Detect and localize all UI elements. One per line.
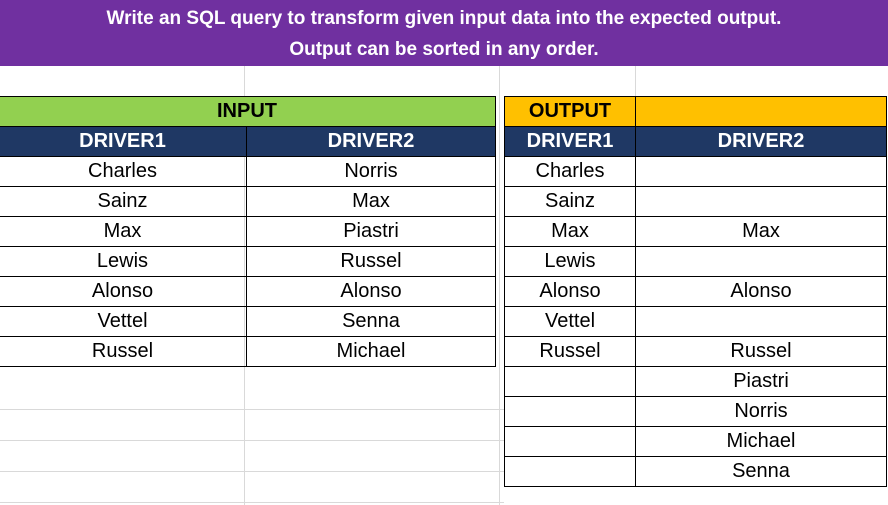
- input-cell-driver1[interactable]: Charles: [0, 156, 247, 187]
- input-cell-driver2[interactable]: Piastri: [246, 216, 496, 247]
- output-cell-driver1[interactable]: Charles: [504, 156, 636, 187]
- input-title-row: INPUT: [0, 96, 496, 127]
- output-cell-driver1[interactable]: [504, 396, 636, 427]
- input-cell-driver1[interactable]: Lewis: [0, 246, 247, 277]
- input-cell-driver2[interactable]: Senna: [246, 306, 496, 337]
- output-cell-driver2[interactable]: [635, 306, 887, 337]
- input-cell-driver2[interactable]: Max: [246, 186, 496, 217]
- output-cell-driver1[interactable]: [504, 426, 636, 457]
- sheet-gridline: [0, 502, 504, 503]
- input-cell-driver2[interactable]: Norris: [246, 156, 496, 187]
- sheet-gridline: [635, 66, 636, 96]
- output-cell-driver1[interactable]: [504, 456, 636, 487]
- input-cell-driver1[interactable]: Sainz: [0, 186, 247, 217]
- output-table-row: Vettel: [504, 306, 887, 337]
- sheet-gridline: [0, 471, 504, 472]
- output-header-driver2[interactable]: DRIVER2: [635, 126, 887, 157]
- input-cell-driver1[interactable]: Vettel: [0, 306, 247, 337]
- instruction-banner: Write an SQL query to transform given in…: [0, 0, 888, 66]
- output-title[interactable]: OUTPUT: [504, 96, 636, 127]
- input-cell-driver1[interactable]: Alonso: [0, 276, 247, 307]
- input-header-row: DRIVER1 DRIVER2: [0, 126, 496, 157]
- output-table-row: Norris: [504, 396, 887, 427]
- output-cell-driver1[interactable]: Sainz: [504, 186, 636, 217]
- input-title[interactable]: INPUT: [0, 96, 496, 127]
- output-table-row: Piastri: [504, 366, 887, 397]
- input-header-driver1[interactable]: DRIVER1: [0, 126, 247, 157]
- sheet-gridline: [0, 440, 504, 441]
- input-cell-driver1[interactable]: Russel: [0, 336, 247, 367]
- output-header-driver1[interactable]: DRIVER1: [504, 126, 636, 157]
- output-table-row: Charles: [504, 156, 887, 187]
- output-cell-driver1[interactable]: Vettel: [504, 306, 636, 337]
- output-cell-driver2[interactable]: Senna: [635, 456, 887, 487]
- instruction-line-2: Output can be sorted in any order.: [289, 39, 599, 60]
- output-cell-driver1[interactable]: Alonso: [504, 276, 636, 307]
- output-title-row: OUTPUT: [504, 96, 887, 127]
- input-cell-driver1[interactable]: Max: [0, 216, 247, 247]
- output-header-row: DRIVER1 DRIVER2: [504, 126, 887, 157]
- instruction-line-1: Write an SQL query to transform given in…: [106, 8, 782, 29]
- output-table-row: Sainz: [504, 186, 887, 217]
- output-cell-driver2[interactable]: Michael: [635, 426, 887, 457]
- output-cell-driver2[interactable]: Piastri: [635, 366, 887, 397]
- output-table-row: Lewis: [504, 246, 887, 277]
- output-cell-driver2[interactable]: [635, 186, 887, 217]
- input-header-driver2[interactable]: DRIVER2: [246, 126, 496, 157]
- sheet-gridline: [0, 409, 504, 410]
- output-cell-driver2[interactable]: Russel: [635, 336, 887, 367]
- input-cell-driver2[interactable]: Alonso: [246, 276, 496, 307]
- output-cell-driver2[interactable]: [635, 246, 887, 277]
- output-cell-driver2[interactable]: Norris: [635, 396, 887, 427]
- input-cell-driver2[interactable]: Russel: [246, 246, 496, 277]
- output-cell-driver1[interactable]: Lewis: [504, 246, 636, 277]
- sheet-gridline: [499, 66, 500, 505]
- output-table-row: Senna: [504, 456, 887, 487]
- output-cell-driver1[interactable]: [504, 366, 636, 397]
- input-cell-driver2[interactable]: Michael: [246, 336, 496, 367]
- output-cell-driver2[interactable]: [635, 156, 887, 187]
- output-title-fill-cell[interactable]: [635, 96, 887, 127]
- output-cell-driver1[interactable]: Russel: [504, 336, 636, 367]
- output-cell-driver2[interactable]: Max: [635, 216, 887, 247]
- output-cell-driver2[interactable]: Alonso: [635, 276, 887, 307]
- output-cell-driver1[interactable]: Max: [504, 216, 636, 247]
- output-table-row: Michael: [504, 426, 887, 457]
